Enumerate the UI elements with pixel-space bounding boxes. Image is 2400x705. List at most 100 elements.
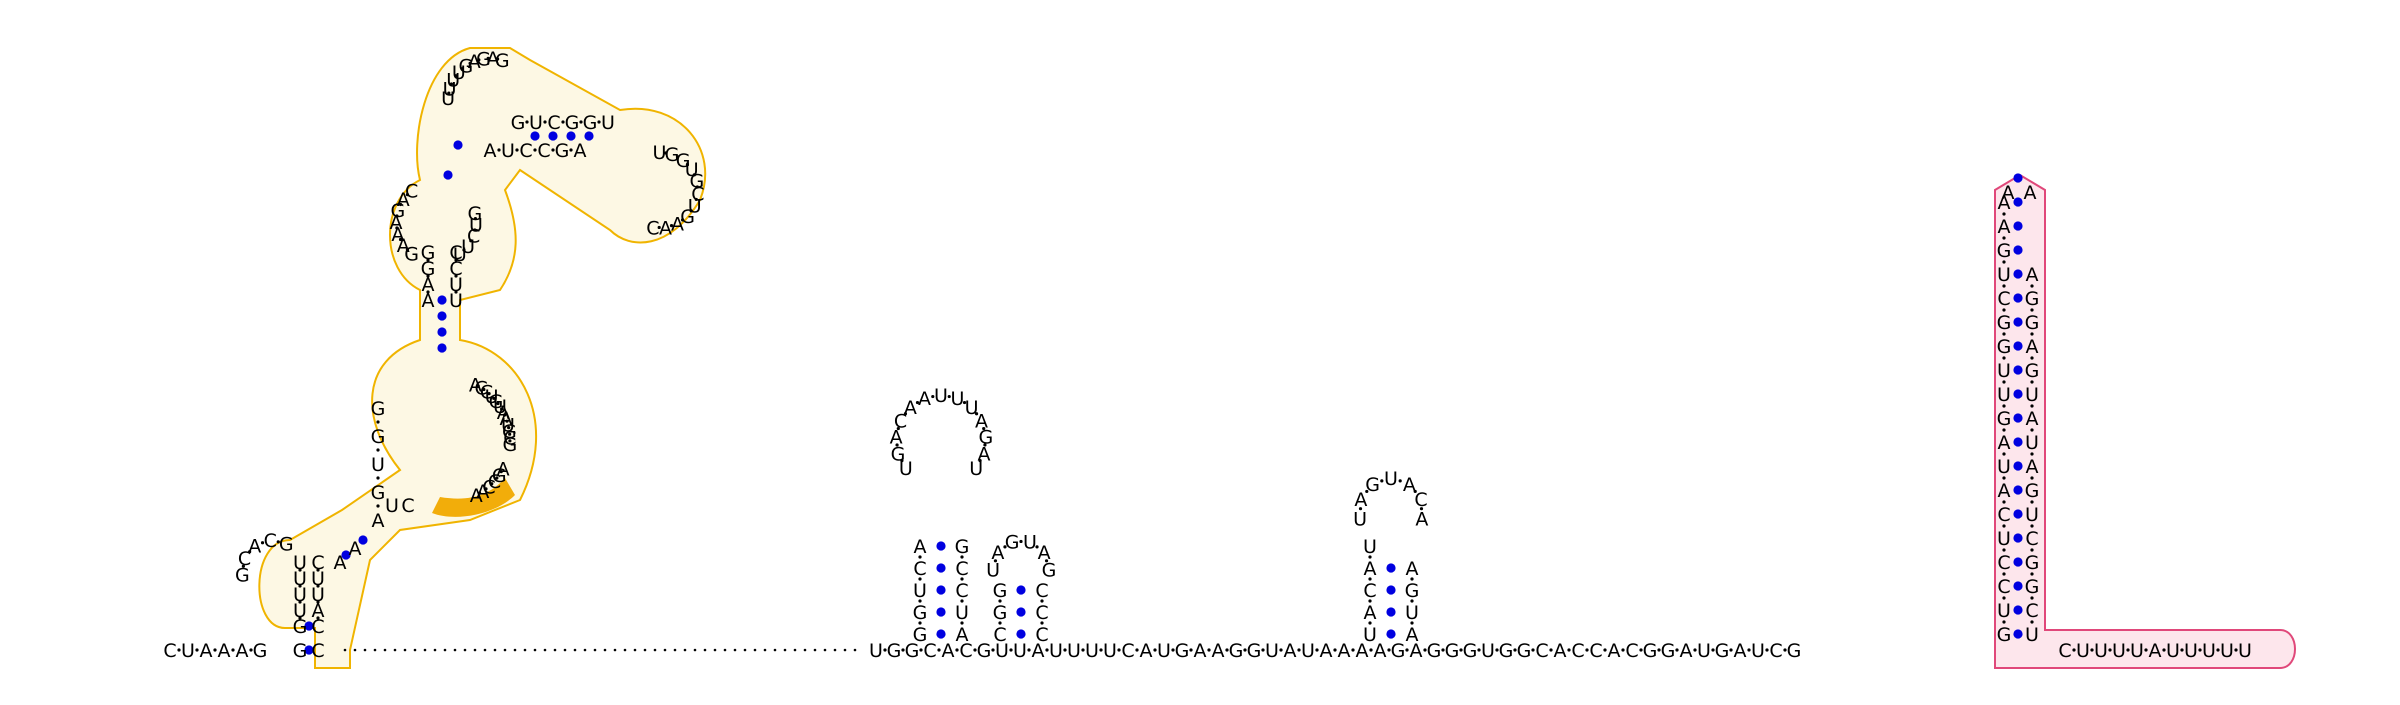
backbone-bond xyxy=(895,443,899,447)
nucleotide: U xyxy=(293,600,307,622)
backbone-bond xyxy=(2030,500,2034,504)
backbone-bond xyxy=(515,148,519,152)
linker-dot xyxy=(693,648,697,652)
backbone-bond xyxy=(579,120,583,124)
base-pair-dot xyxy=(2013,485,2023,495)
base-pair-dot xyxy=(2013,173,2023,183)
backbone-bond xyxy=(492,396,496,400)
backbone-bond xyxy=(1380,479,1384,483)
nucleotide: A xyxy=(956,624,969,646)
nucleotide: C xyxy=(913,558,926,580)
nucleotide: G xyxy=(1365,474,1380,496)
backbone-bond xyxy=(447,91,451,95)
backbone-bond xyxy=(533,148,537,152)
nucleotide: C xyxy=(519,140,532,162)
backbone-bond xyxy=(931,394,935,399)
backbone-bond xyxy=(2002,332,2006,336)
linker-dot xyxy=(563,648,567,652)
nucleotide: G xyxy=(680,206,695,228)
backbone-bond xyxy=(1410,621,1414,625)
nucleotide: C xyxy=(1997,504,2010,526)
backbone-bond xyxy=(685,162,690,167)
backbone-bond xyxy=(395,226,399,230)
backbone-bond xyxy=(376,420,380,424)
backbone-bond xyxy=(1603,648,1607,652)
nucleotide: G xyxy=(583,112,598,134)
linker-dot xyxy=(633,648,637,652)
nucleotide: G xyxy=(565,112,580,134)
backbone-bond xyxy=(2144,648,2148,652)
backbone-bond xyxy=(1585,648,1589,652)
backbone-bond xyxy=(260,541,265,545)
linker-dot xyxy=(383,648,387,652)
backbone-bond xyxy=(505,419,509,423)
backbone-bond xyxy=(298,616,302,620)
nucleotide: U xyxy=(461,236,475,258)
nucleotide: U xyxy=(371,454,385,476)
nucleotide: U xyxy=(385,495,399,517)
base-pair-dot xyxy=(2013,365,2023,375)
nucleotide: A xyxy=(2026,456,2039,478)
nucleotide: U xyxy=(1751,640,1765,662)
nucleotide: G xyxy=(371,426,386,448)
backbone-bond xyxy=(486,56,490,60)
nucleotide: C xyxy=(482,476,495,498)
backbone-bond xyxy=(960,621,964,625)
backbone-bond xyxy=(462,248,466,252)
backbone-bond xyxy=(2030,380,2034,384)
linker-dot xyxy=(543,648,547,652)
nucleotide: A xyxy=(397,235,410,257)
nucleotide: C xyxy=(449,242,462,264)
linker-dot xyxy=(423,648,427,652)
nucleotide: U xyxy=(501,140,515,162)
base-pair-dot xyxy=(1386,607,1396,617)
backbone-bond xyxy=(1099,648,1103,652)
nucleotide: G xyxy=(2025,288,2040,310)
linker-dot xyxy=(853,648,857,652)
linker-dot xyxy=(823,648,827,652)
nucleotide: U xyxy=(601,112,615,134)
base-pair-dot xyxy=(453,140,463,150)
linker-dot xyxy=(353,648,357,652)
nucleotide: A xyxy=(1364,602,1377,624)
nucleotide: C xyxy=(401,495,414,517)
nucleotide: U xyxy=(913,580,927,602)
nucleotide: G xyxy=(2025,576,2040,598)
backbone-bond xyxy=(316,616,320,620)
nucleotide: G xyxy=(235,564,250,586)
linker-dot xyxy=(793,648,797,652)
backbone-bond xyxy=(918,555,922,559)
nucleotide: A xyxy=(978,443,991,465)
base-pair-dot xyxy=(358,535,368,545)
nucleotide: C xyxy=(691,183,704,205)
nucleotide: G xyxy=(1499,640,1514,662)
nucleotide: U xyxy=(449,274,463,296)
nucleotide: G xyxy=(887,640,902,662)
nucleotide: G xyxy=(253,640,268,662)
nucleotide: A xyxy=(2024,182,2037,204)
backbone-bond xyxy=(2216,648,2220,652)
nucleotide: G xyxy=(905,640,920,662)
backbone-bond xyxy=(919,648,923,652)
nucleotide: A xyxy=(499,408,512,430)
nucleotide: G xyxy=(1997,408,2012,430)
backbone-bond xyxy=(376,448,380,452)
backbone-bond xyxy=(2030,404,2034,408)
backbone-bond xyxy=(695,185,699,189)
nucleotide: G xyxy=(371,398,386,420)
linker-dot xyxy=(713,648,717,652)
nucleotide: A xyxy=(1038,542,1051,564)
backbone-bond xyxy=(1189,648,1193,652)
nucleotide: G xyxy=(2025,312,2040,334)
backbone-bond xyxy=(249,648,253,652)
base-pair-dot xyxy=(2013,557,2023,567)
base-pair-dot xyxy=(437,327,447,337)
nucleotide: C xyxy=(1997,576,2010,598)
backbone-bond xyxy=(1513,648,1517,652)
nucleotide: G xyxy=(1427,640,1442,662)
nucleotide: C xyxy=(1035,580,1048,602)
nucleotide: G xyxy=(279,534,294,556)
nucleotide: U xyxy=(969,458,983,480)
base-pair-dot xyxy=(2013,509,2023,519)
